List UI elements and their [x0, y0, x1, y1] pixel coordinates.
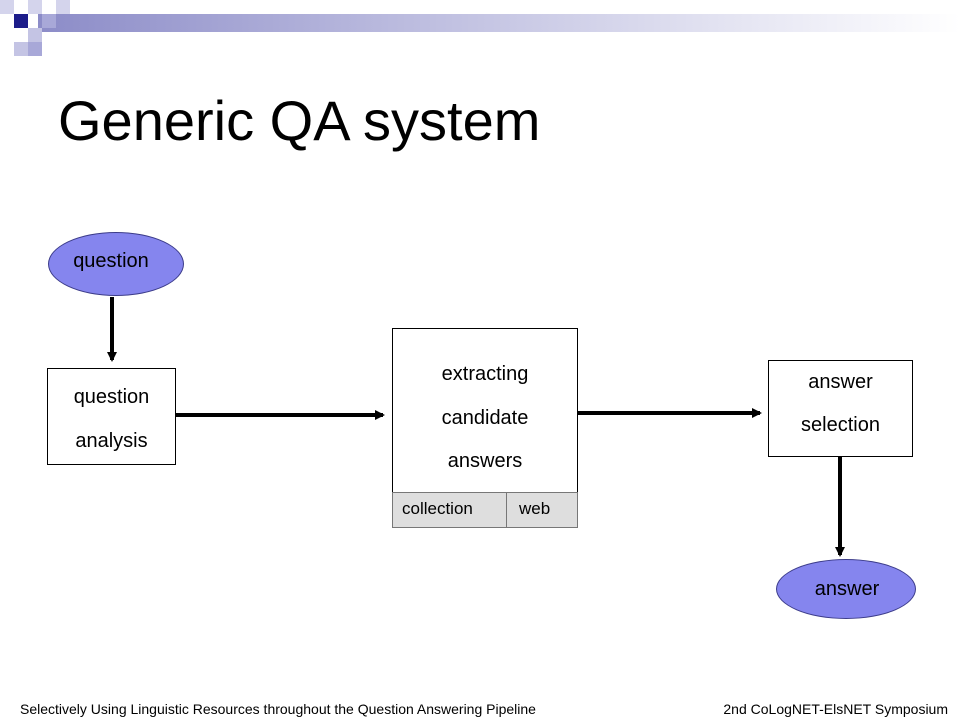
question-analysis-box: question analysis [47, 368, 176, 465]
source-web-label: web [519, 499, 551, 518]
header-square-light-3 [56, 0, 70, 14]
header-square-light-2 [28, 0, 42, 14]
header-square-mid-2 [28, 28, 42, 42]
answer-selection-line-2: selection [801, 414, 880, 436]
answer-node: answer [776, 559, 916, 619]
question-node: question [48, 232, 184, 296]
answer-node-label: answer [814, 578, 880, 600]
extracting-candidates-box: extracting candidate answers collection … [392, 328, 578, 528]
footer-symposium: 2nd CoLogNET-ElsNET Symposium [723, 701, 948, 717]
question-node-label: question [73, 250, 149, 272]
extracting-line-2: candidate [441, 407, 529, 429]
answer-selection-box: answer selection [768, 360, 913, 457]
header-square-light-1 [0, 0, 14, 14]
extracting-line-1: extracting [441, 363, 529, 385]
source-collection-label: collection [402, 499, 473, 518]
header-square-mid-3 [14, 42, 28, 56]
question-analysis-line-2: analysis [75, 430, 148, 452]
header-square-mid-1 [42, 14, 56, 28]
header-square-dark [14, 14, 28, 28]
answer-selection-line-1: answer [808, 371, 873, 393]
question-analysis-line-1: question [73, 386, 150, 408]
source-collection: collection [392, 492, 507, 528]
footer-presentation-title: Selectively Using Linguistic Resources t… [20, 701, 536, 717]
source-web: web [506, 492, 578, 528]
header-square-mid-4 [28, 42, 42, 56]
slide-title: Generic QA system [58, 89, 541, 152]
extracting-line-3: answers [447, 450, 523, 472]
header-gradient-bar [38, 14, 960, 32]
